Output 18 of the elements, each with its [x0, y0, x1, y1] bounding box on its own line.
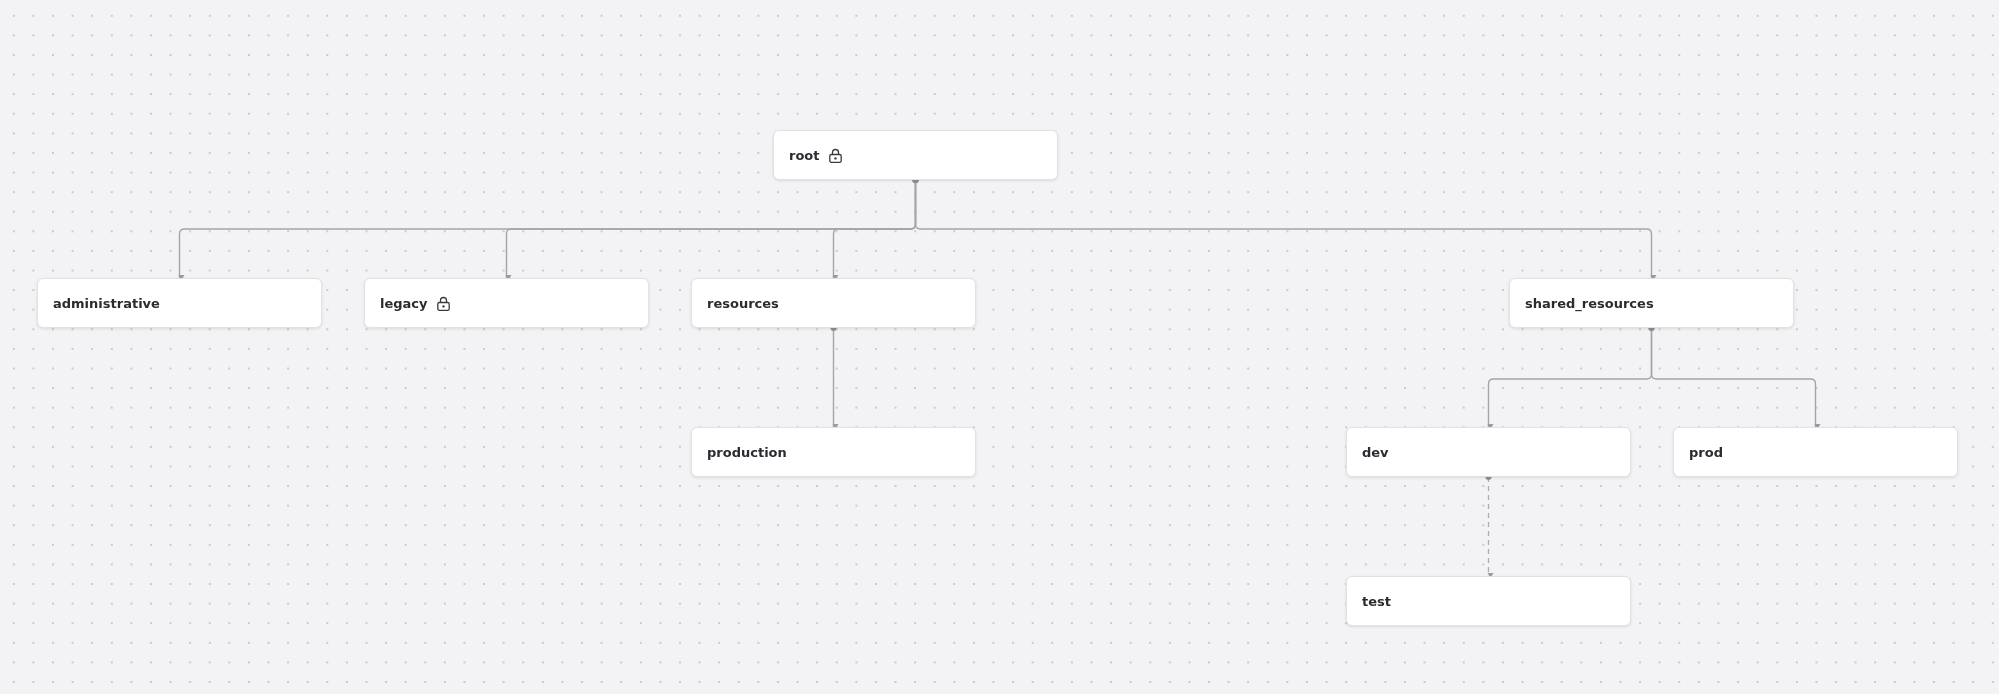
- node-label: legacy: [380, 295, 428, 311]
- node-label: root: [789, 147, 820, 163]
- node-label: prod: [1689, 444, 1723, 460]
- node-label: administrative: [53, 295, 160, 311]
- node-label: resources: [707, 295, 779, 311]
- node-label: dev: [1362, 444, 1389, 460]
- node-card: [1346, 576, 1631, 626]
- node-label: shared_resources: [1525, 295, 1654, 311]
- node-label: production: [707, 444, 787, 460]
- node-label: test: [1362, 593, 1391, 609]
- node-card: [1673, 427, 1958, 477]
- node-card: [364, 278, 649, 328]
- node-card: [691, 278, 976, 328]
- node-card: [691, 427, 976, 477]
- node-card: [773, 130, 1058, 180]
- node-card: [1346, 427, 1631, 477]
- node-card: [1509, 278, 1794, 328]
- node-card: [37, 278, 322, 328]
